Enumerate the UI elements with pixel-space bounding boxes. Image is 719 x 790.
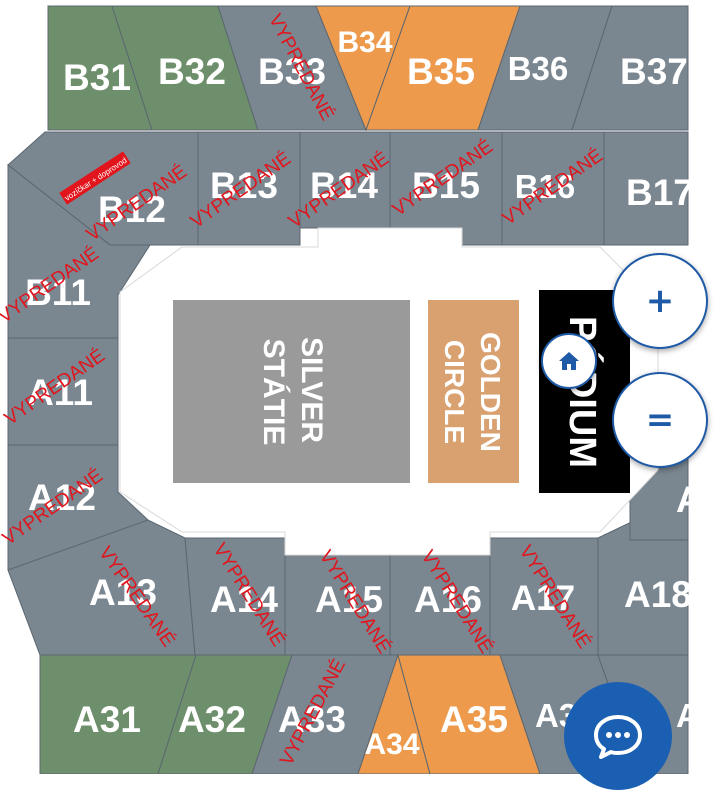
seating-map[interactable]: SILVER STÁTIE GOLDEN CIRCLE PÓDIUM B31 B… — [0, 0, 719, 774]
label-a12: A12 — [28, 477, 96, 518]
home-icon — [559, 352, 579, 370]
label-b31: B31 — [63, 57, 131, 98]
label-a35: A35 — [440, 699, 508, 740]
zoom-out-button[interactable]: = — [612, 372, 708, 468]
label-b36: B36 — [508, 50, 569, 87]
zone-golden-circle[interactable] — [428, 300, 519, 483]
label-b12: B12 — [98, 189, 166, 230]
label-b14: B14 — [310, 165, 378, 206]
label-b32: B32 — [158, 51, 226, 92]
label-a13: A13 — [89, 572, 157, 613]
silver-line1: SILVER — [295, 337, 328, 443]
golden-line1: GOLDEN — [475, 332, 506, 452]
label-a15: A15 — [315, 579, 383, 620]
label-right-partial: A — [676, 479, 703, 520]
label-a34: A34 — [364, 728, 419, 761]
zone-podium — [539, 290, 630, 493]
label-b34: B34 — [337, 26, 392, 59]
section-labels: B31 B32 B33 B34 B35 B36 B37 B12 B13 B14 … — [25, 26, 718, 761]
chat-button[interactable] — [564, 682, 672, 790]
label-b17: B17 — [626, 172, 694, 213]
section-b17[interactable] — [603, 131, 689, 246]
section-a31[interactable] — [39, 654, 197, 774]
label-a16: A16 — [414, 579, 482, 620]
label-b37: B37 — [620, 51, 688, 92]
zoom-in-label: + — [645, 281, 675, 321]
label-a11: A11 — [27, 372, 93, 413]
golden-line2: CIRCLE — [439, 340, 470, 444]
label-a18: A18 — [624, 574, 692, 615]
section-a32[interactable] — [157, 654, 293, 774]
section-a35[interactable] — [397, 654, 541, 774]
chat-bubble-icon — [594, 715, 642, 759]
label-a31: A31 — [73, 699, 141, 740]
label-b15: B15 — [412, 165, 480, 206]
label-a17: A17 — [511, 579, 575, 618]
zone-silver-statie[interactable] — [173, 300, 410, 483]
zoom-in-button[interactable]: + — [612, 253, 708, 349]
label-b16: B16 — [515, 168, 576, 205]
label-a37: A3 — [676, 697, 718, 734]
zoom-out-label: = — [645, 400, 675, 440]
label-b35: B35 — [407, 51, 475, 92]
silver-line2: STÁTIE — [257, 339, 291, 446]
section-b13[interactable] — [197, 131, 301, 246]
home-button[interactable] — [541, 333, 597, 389]
label-b33: B33 — [258, 51, 326, 92]
label-a33: A33 — [278, 699, 346, 740]
label-b11: B11 — [25, 272, 91, 313]
label-a32: A32 — [178, 699, 246, 740]
wheelchair-tag-bg — [59, 151, 131, 205]
section-b37[interactable] — [571, 5, 689, 131]
section-a33[interactable] — [251, 654, 399, 774]
label-a14: A14 — [210, 579, 278, 620]
label-b13: B13 — [210, 165, 278, 206]
